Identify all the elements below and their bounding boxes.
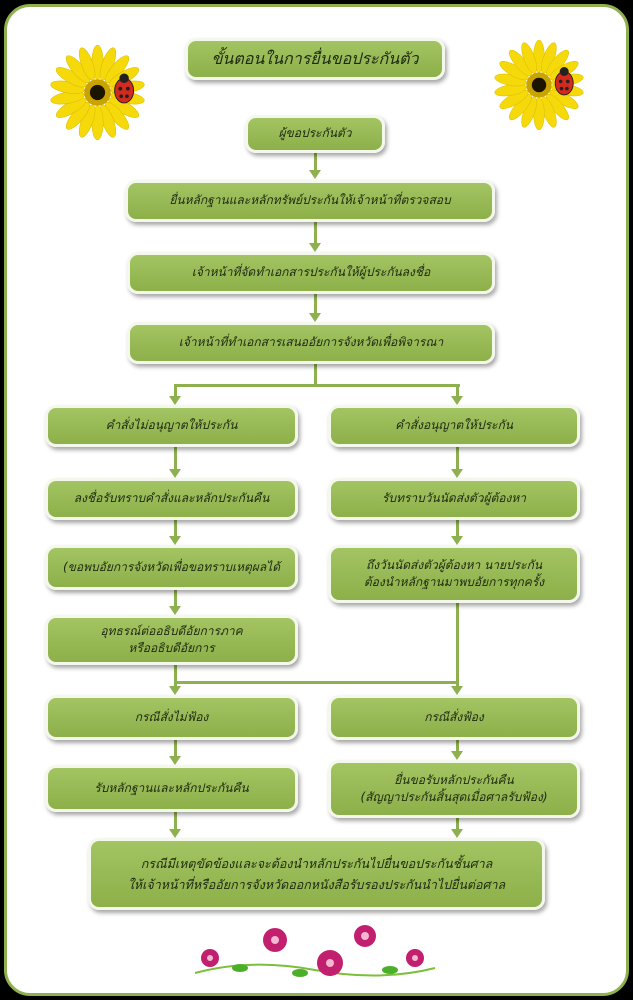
step-label: ต้องนำหลักฐานมาพบอัยการทุกครั้ง (363, 575, 545, 589)
title-box: ขั้นตอนในการยื่นขอประกันตัว (185, 38, 445, 80)
step-prosecution: กรณีสั่งฟ้อง (328, 695, 580, 740)
step-label: เจ้าหน้าที่จัดทำเอกสารประกันให้ผู้ประกัน… (191, 265, 431, 280)
step-submit-evidence: ยื่นหลักฐานและหลักทรัพย์ประกันให้เจ้าหน้… (125, 180, 495, 222)
step-court-certificate: กรณีมีเหตุขัดข้องและจะต้องนำหลักประกันไป… (88, 838, 545, 910)
step-label: คำสั่งอนุญาตให้ประกัน (395, 418, 513, 433)
sunflower-ladybug-right-icon (494, 40, 584, 130)
step-acknowledge-return: ลงชื่อรับทราบคำสั่งและหลักประกันคืน (45, 478, 298, 520)
step-request-collateral: ยื่นขอรับหลักประกันคืน (สัญญาประกันสิ้นสุ… (328, 760, 580, 818)
sunflower-ladybug-left-icon (50, 45, 145, 140)
step-bail-denied: คำสั่งไม่อนุญาตให้ประกัน (45, 405, 298, 447)
step-label: กรณีสั่งฟ้อง (424, 709, 484, 724)
step-label: (สัญญาประกันสิ้นสุดเมื่อศาลรับฟ้อง) (360, 790, 548, 804)
step-label: ให้เจ้าหน้าที่หรืออัยการจังหวัดออกหนังสื… (127, 877, 506, 892)
step-label: รับทราบวันนัดส่งตัวผู้ต้องหา (382, 491, 526, 506)
step-label: เจ้าหน้าที่ทำเอกสารเสนออัยการจังหวัดเพื่… (178, 335, 444, 350)
step-prepare-documents: เจ้าหน้าที่จัดทำเอกสารประกันให้ผู้ประกัน… (127, 252, 495, 294)
step-label: ถึงวันนัดส่งตัวผู้ต้องหา นายประกัน (365, 557, 543, 572)
step-hearing-date: รับทราบวันนัดส่งตัวผู้ต้องหา (328, 478, 580, 520)
step-bail-granted: คำสั่งอนุญาตให้ประกัน (328, 405, 580, 447)
diagram-title: ขั้นตอนในการยื่นขอประกันตัว (211, 49, 419, 69)
step-label: (ขอพบอัยการจังหวัดเพื่อขอทราบเหตุผลได้ (63, 559, 280, 574)
step-return-collateral: รับหลักฐานและหลักประกันคืน (45, 765, 298, 812)
step-meet-prosecutor: (ขอพบอัยการจังหวัดเพื่อขอทราบเหตุผลได้ (45, 545, 298, 590)
step-label: ผู้ขอประกันตัว (278, 126, 352, 141)
step-applicant: ผู้ขอประกันตัว (245, 115, 385, 153)
step-submit-prosecutor: เจ้าหน้าที่ทำเอกสารเสนออัยการจังหวัดเพื่… (127, 322, 495, 364)
step-label: กรณีมีเหตุขัดข้องและจะต้องนำหลักประกันไป… (140, 855, 493, 871)
step-label: คำสั่งไม่อนุญาตให้ประกัน (105, 418, 238, 433)
step-appeal: อุทธรณ์ต่ออธิบดีอัยการภาคหรืออธิบดีอัยกา… (45, 615, 298, 665)
step-label: ลงชื่อรับทราบคำสั่งและหลักประกันคืน (73, 491, 270, 506)
decorative-flowers-icon (194, 925, 436, 977)
step-label: รับหลักฐานและหลักประกันคืน (94, 780, 249, 795)
step-no-prosecution: กรณีสั่งไม่ฟ้อง (45, 695, 298, 740)
step-label: ยื่นหลักฐานและหลักทรัพย์ประกันให้เจ้าหน้… (169, 193, 451, 208)
step-label: กรณีสั่งไม่ฟ้อง (134, 709, 209, 724)
step-bring-evidence: ถึงวันนัดส่งตัวผู้ต้องหา นายประกันต้องนำ… (328, 545, 580, 603)
step-label: ยื่นขอรับหลักประกันคืน (394, 772, 514, 787)
step-label: อุทธรณ์ต่ออธิบดีอัยการภาค (100, 623, 243, 638)
step-label: หรืออธิบดีอัยการ (128, 641, 215, 655)
